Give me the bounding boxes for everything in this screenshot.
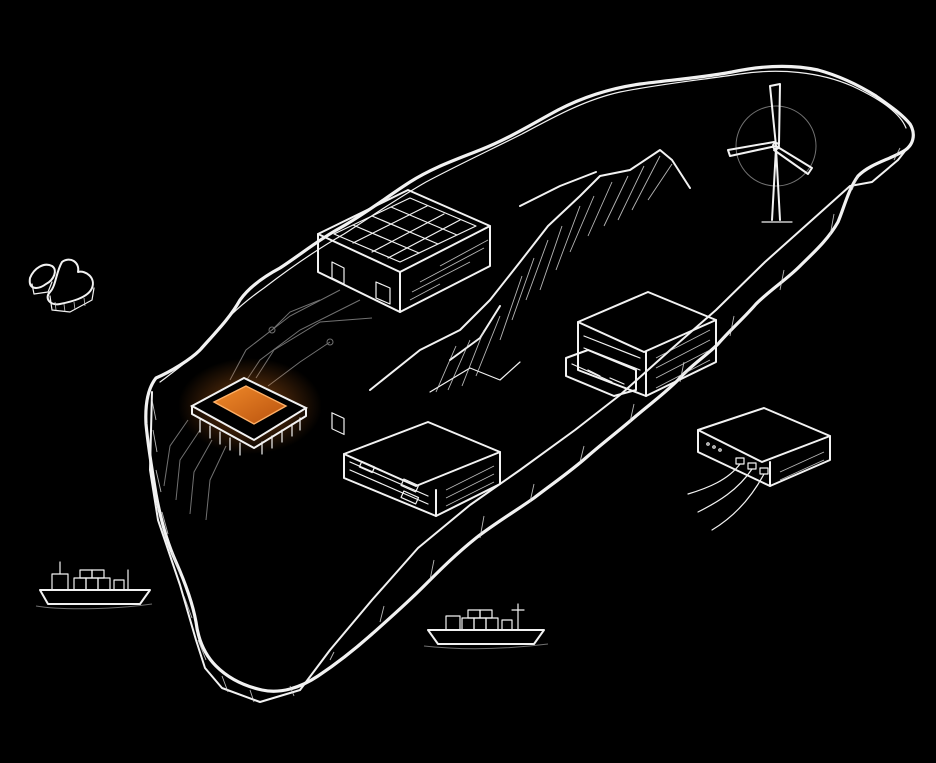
server-rack-icon — [343, 421, 501, 517]
storage-server-icon — [565, 291, 717, 397]
small-islands-icon — [28, 258, 95, 313]
network-switch-icon — [687, 407, 831, 531]
cargo-ship-icon — [35, 561, 153, 610]
microchip-icon — [178, 358, 322, 456]
wind-turbine-icon — [727, 83, 817, 223]
factory-solar-roof-icon — [317, 189, 491, 436]
island-map-icon — [144, 64, 915, 703]
mountain-range-icon — [369, 149, 691, 393]
cargo-ship-icon — [423, 603, 549, 650]
